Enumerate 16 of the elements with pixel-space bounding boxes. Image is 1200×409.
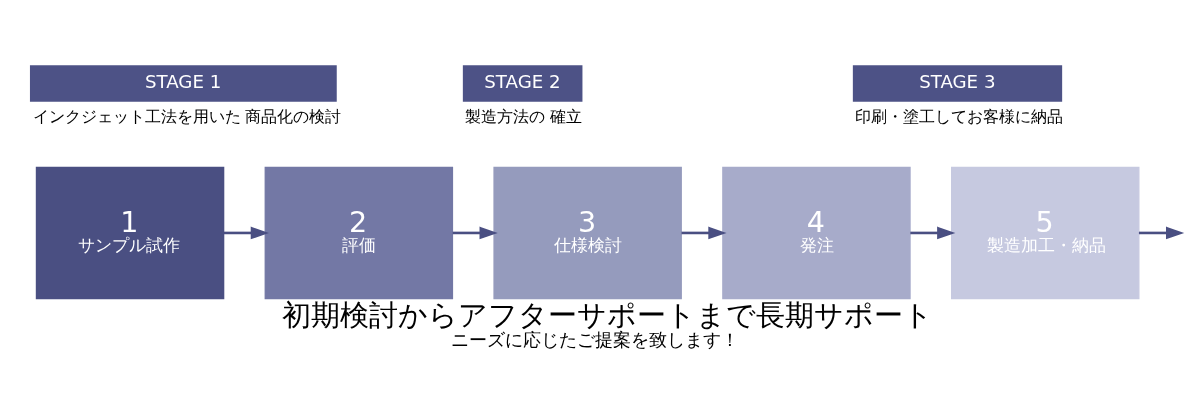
node-box: 3 仕様検討 <box>493 166 682 299</box>
node-box: 1 サンプル試作 <box>35 166 225 299</box>
arrow <box>452 226 498 239</box>
arrow <box>681 226 727 239</box>
node-label: 印刷・塗工してお客様に納品 <box>855 107 1064 126</box>
arrow <box>223 226 269 239</box>
node-box: STAGE 2 <box>462 64 583 102</box>
node-box: 5 製造加工・納品 <box>951 166 1140 299</box>
node-box: 2 評価 <box>264 166 454 299</box>
node-box: STAGE 3 <box>852 64 1063 102</box>
node-box: STAGE 1 <box>29 64 337 102</box>
node-box: 4 発注 <box>722 166 911 299</box>
node-label: 製造方法の 確立 <box>465 107 583 126</box>
arrow <box>1138 226 1185 239</box>
arrow <box>910 226 956 239</box>
node-label: インクジェット工法を用いた 商品化の検討 <box>32 107 342 126</box>
